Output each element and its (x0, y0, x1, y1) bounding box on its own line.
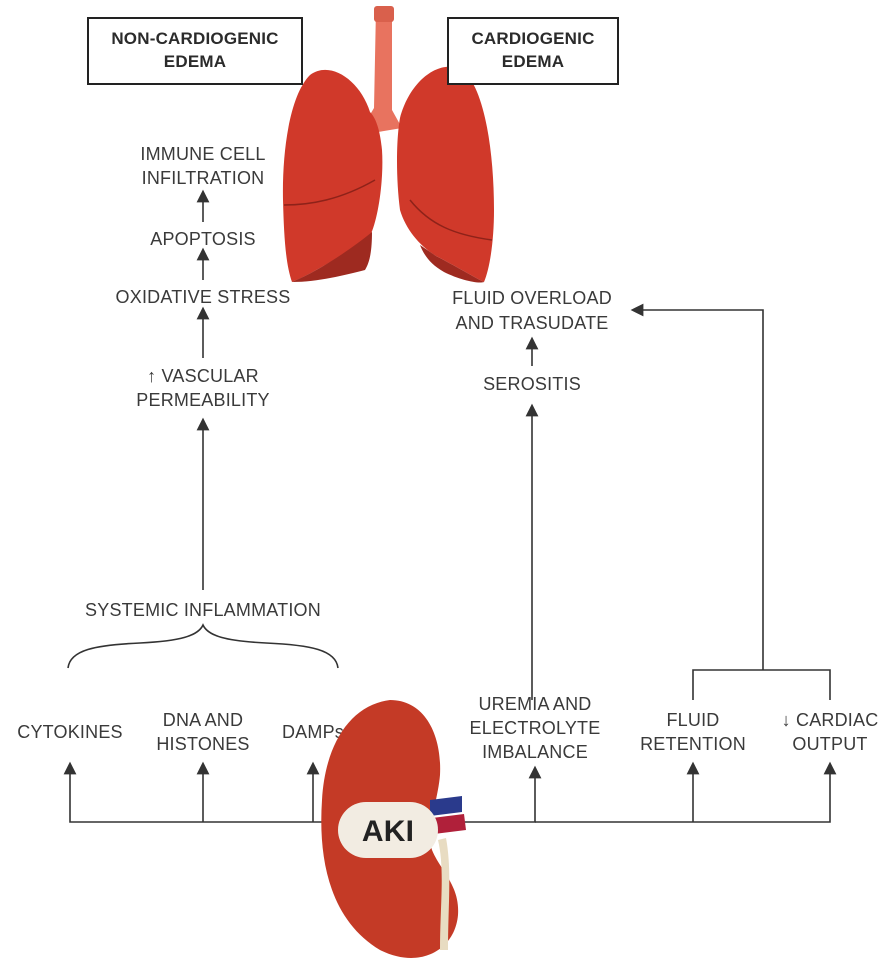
arrow-feedback-to-fluid-overload (637, 310, 763, 670)
oxidative-stress-label: OXIDATIVE STRESS (116, 287, 291, 307)
retention-output-bracket (693, 670, 830, 700)
dna-line2: HISTONES (156, 734, 249, 754)
uremia-line3: IMBALANCE (482, 742, 588, 762)
non-cardiogenic-box: NON-CARDIOGENIC EDEMA (88, 18, 302, 84)
immune-cell-line2: INFILTRATION (142, 168, 265, 188)
trachea-top (374, 6, 394, 22)
cardiogenic-box: CARDIOGENIC EDEMA (448, 18, 618, 84)
kidney-illustration: AKI (321, 700, 466, 958)
arrow-aki-to-cardiac (535, 768, 830, 822)
uremia-line1: UREMIA AND (478, 694, 591, 714)
arrow-aki-to-uremia (460, 772, 535, 822)
non-cardiogenic-line2: EDEMA (164, 52, 226, 71)
vascular-line2: PERMEABILITY (136, 390, 269, 410)
arrow-aki-to-cytokines (70, 768, 330, 822)
fluid-retention-line1: FLUID (666, 710, 719, 730)
fluid-overload-line2: AND TRASUDATE (456, 313, 609, 333)
damps-label: DAMPs (282, 722, 344, 742)
aki-label: AKI (362, 815, 414, 848)
cytokines-label: CYTOKINES (17, 722, 123, 742)
right-lung (397, 67, 494, 282)
cardiac-output-line1: ↓ CARDIAC (782, 710, 879, 730)
vascular-line1: ↑ VASCULAR (147, 366, 259, 386)
fluid-retention-line2: RETENTION (640, 734, 746, 754)
dna-line1: DNA AND (163, 710, 243, 730)
non-cardiogenic-line1: NON-CARDIOGENIC (111, 29, 278, 48)
uremia-line2: ELECTROLYTE (470, 718, 601, 738)
apoptosis-label: APOPTOSIS (150, 229, 256, 249)
cardiac-output-line2: OUTPUT (792, 734, 867, 754)
cardiogenic-line2: EDEMA (502, 52, 564, 71)
trachea (368, 8, 402, 132)
immune-cell-line1: IMMUNE CELL (140, 144, 265, 164)
systemic-inflammation-label: SYSTEMIC INFLAMMATION (85, 600, 321, 620)
serositis-label: SEROSITIS (483, 374, 581, 394)
inflammation-brace (68, 625, 338, 668)
fluid-overload-line1: FLUID OVERLOAD (452, 288, 612, 308)
cardiogenic-line1: CARDIOGENIC (471, 29, 594, 48)
